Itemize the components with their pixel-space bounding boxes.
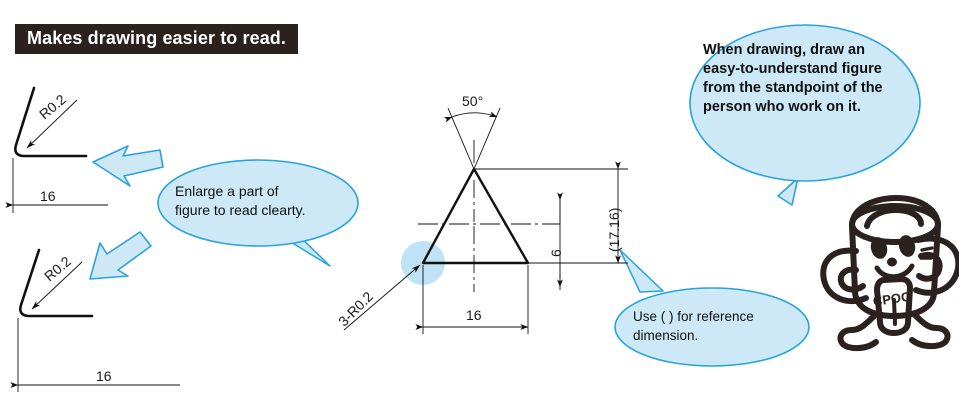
base-dimension-label: 16 <box>466 307 482 323</box>
page-title: Makes drawing easier to read. <box>15 24 299 54</box>
callout-main <box>689 24 921 206</box>
cpoc-mascot <box>820 195 959 352</box>
callout-enlarge-text: Enlarge a part of figure to read clearty… <box>175 183 306 219</box>
height-small-label: 6 <box>548 249 564 257</box>
dimension-label-top: 16 <box>40 188 56 204</box>
callout-enlarge <box>157 159 359 267</box>
pointer-arrow-top <box>92 145 164 187</box>
pointer-arrow-bottom <box>89 231 152 280</box>
angle-label: 50° <box>462 93 484 109</box>
dimension-label-bottom: 16 <box>96 368 112 384</box>
figure-triangle <box>343 107 628 334</box>
figure-bottom-left <box>10 248 180 392</box>
callout-reference-text: Use ( ) for reference dimension. <box>633 309 754 343</box>
figure-top-left <box>5 86 108 213</box>
reference-height-label: (17.16) <box>606 207 622 252</box>
callout-main-text: When drawing, draw an easy-to-understand… <box>703 42 883 116</box>
callout-reference <box>614 249 810 367</box>
